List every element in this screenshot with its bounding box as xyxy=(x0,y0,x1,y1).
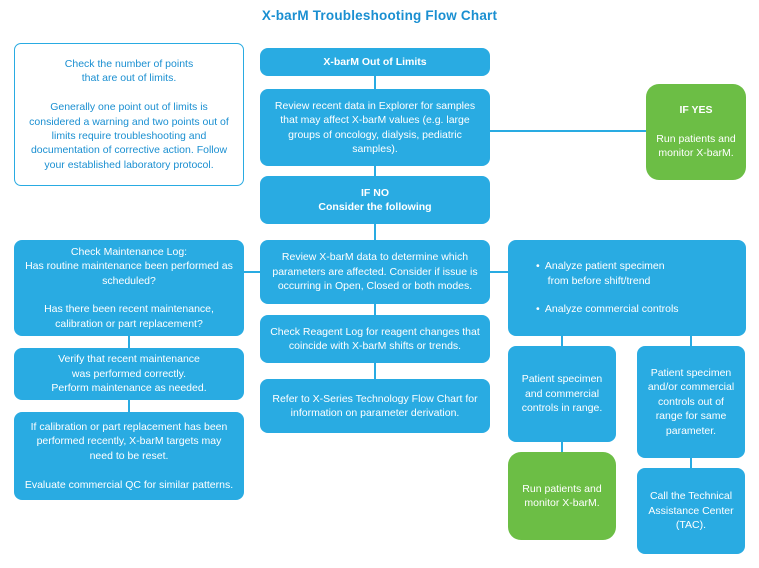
node-verify-maintenance: Verify that recent maintenance was perfo… xyxy=(14,348,244,400)
page-title: X-barM Troubleshooting Flow Chart xyxy=(261,8,498,23)
connector-line xyxy=(374,166,376,176)
connector-line xyxy=(490,271,508,273)
connector-line xyxy=(374,76,376,89)
if-yes-label: IF YES xyxy=(679,104,713,117)
note-out-of-limits: Check the number of points that are out … xyxy=(14,43,244,186)
node-call-tac: Call the Technical Assistance Center (TA… xyxy=(637,468,745,554)
node-review-parameters: Review X-barM data to determine which pa… xyxy=(260,240,490,304)
node-reagent-log: Check Reagent Log for reagent changes th… xyxy=(260,315,490,363)
connector-line xyxy=(128,400,130,412)
connector-line xyxy=(374,304,376,315)
connector-line xyxy=(690,458,692,468)
connector-line xyxy=(128,336,130,348)
connector-line xyxy=(374,363,376,379)
node-controls-in-range: Patient specimen and commercial controls… xyxy=(508,346,616,442)
connector-line xyxy=(690,336,692,346)
connector-line xyxy=(561,442,563,452)
node-if-no: IF NO Consider the following xyxy=(260,176,490,224)
node-if-yes: IF YES Run patients and monitor X-barM. xyxy=(646,84,746,180)
connector-line xyxy=(374,224,376,240)
node-analyze-specimen: • Analyze patient specimen from before s… xyxy=(508,240,746,336)
node-run-patients: Run patients and monitor X-barM. xyxy=(508,452,616,540)
node-maintenance-log: Check Maintenance Log: Has routine maint… xyxy=(14,240,244,336)
connector-line xyxy=(561,336,563,346)
node-controls-out-of-range: Patient specimen and/or commercial contr… xyxy=(637,346,745,458)
if-yes-body: Run patients and monitor X-barM. xyxy=(656,132,736,160)
node-xbarm-out-of-limits: X-barM Out of Limits xyxy=(260,48,490,76)
node-review-explorer: Review recent data in Explorer for sampl… xyxy=(260,89,490,166)
connector-line xyxy=(244,271,260,273)
node-xseries-flowchart: Refer to X-Series Technology Flow Chart … xyxy=(260,379,490,433)
node-calibration-reset: If calibration or part replacement has b… xyxy=(14,412,244,500)
connector-line xyxy=(490,130,646,132)
